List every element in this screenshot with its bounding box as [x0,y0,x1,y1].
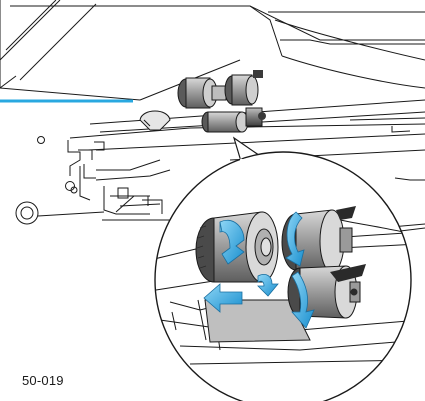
curved-arrow-icon [257,274,279,297]
curved-arrow-icon [291,271,315,329]
magnified-callout [154,136,412,401]
rotation-arrows [203,211,315,329]
figure-id-label: 50-019 [22,373,64,388]
curved-arrow-icon [219,219,245,265]
curved-arrow-icon [285,211,305,267]
left-arrow-icon [203,283,243,313]
background-rollers [139,70,266,133]
